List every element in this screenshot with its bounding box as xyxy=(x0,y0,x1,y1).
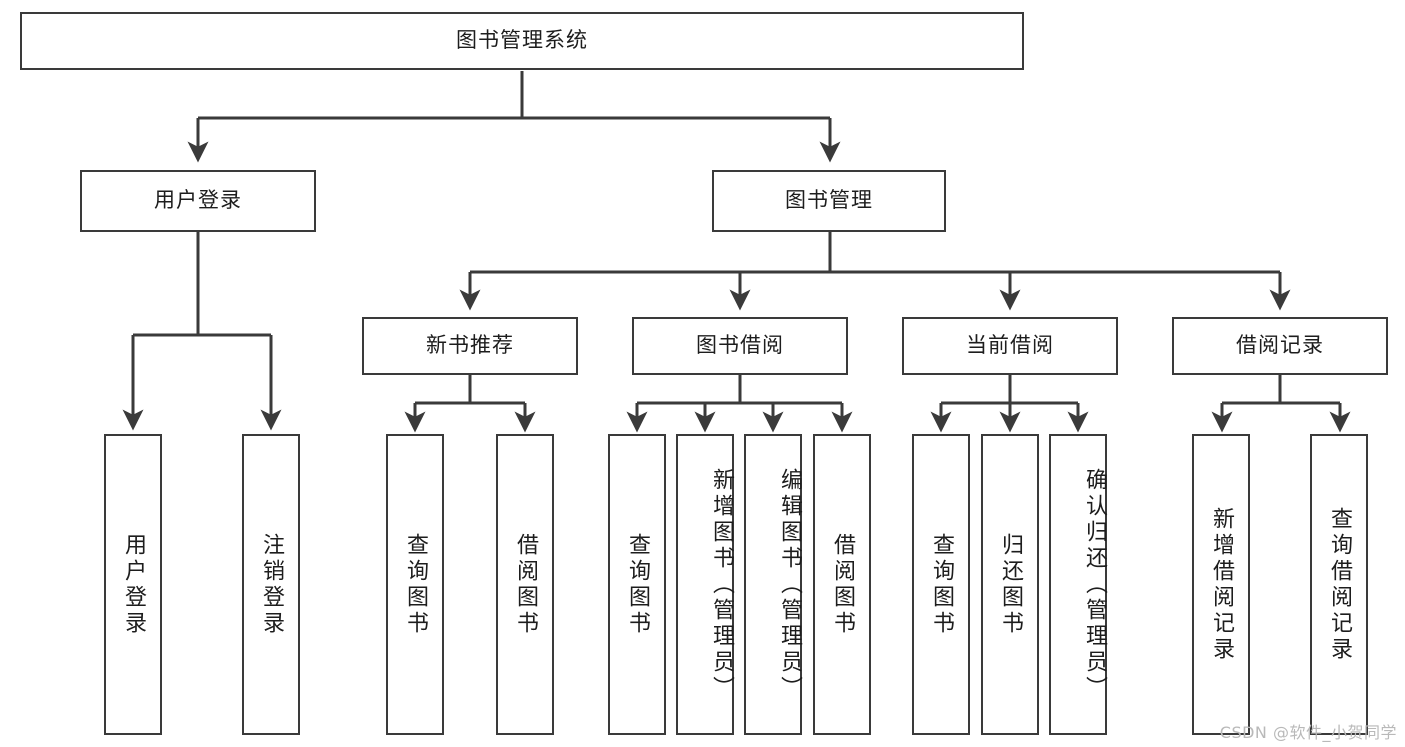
node-borrow-record[interactable]: 借阅记录 xyxy=(1172,317,1388,375)
node-new-book-recommend[interactable]: 新书推荐 xyxy=(362,317,578,375)
node-label: 借阅图书 xyxy=(513,532,538,637)
node-user-login[interactable]: 用户登录 xyxy=(80,170,316,232)
leaf-add-borrow-record[interactable]: 新增借阅记录 xyxy=(1192,434,1250,735)
node-label: 图书管理 xyxy=(785,188,873,213)
leaf-borrow-book[interactable]: 借阅图书 xyxy=(813,434,871,735)
leaf-borrow-book-recommend[interactable]: 借阅图书 xyxy=(496,434,554,735)
node-label: 查询图书 xyxy=(625,532,650,637)
node-book-management[interactable]: 图书管理 xyxy=(712,170,946,232)
node-label: 归还图书 xyxy=(998,532,1023,637)
leaf-query-book-recommend[interactable]: 查询图书 xyxy=(386,434,444,735)
leaf-confirm-return-admin[interactable]: 确认归还（管理员） xyxy=(1049,434,1107,735)
leaf-query-book-borrow[interactable]: 查询图书 xyxy=(608,434,666,735)
leaf-user-login[interactable]: 用户登录 xyxy=(104,434,162,735)
node-label: 查询图书 xyxy=(403,532,428,637)
leaf-user-logout[interactable]: 注销登录 xyxy=(242,434,300,735)
leaf-add-book-admin[interactable]: 新增图书（管理员） xyxy=(676,434,734,735)
csdn-watermark: CSDN @软件_小贺同学 xyxy=(1219,723,1397,742)
node-label: 查询图书 xyxy=(929,532,954,637)
node-label: 确认归还（管理员） xyxy=(1082,467,1107,702)
node-label: 编辑图书（管理员） xyxy=(777,467,802,702)
node-label: 新增借阅记录 xyxy=(1209,506,1234,663)
leaf-edit-book-admin[interactable]: 编辑图书（管理员） xyxy=(744,434,802,735)
node-label: 用户登录 xyxy=(121,532,146,637)
node-label: 新书推荐 xyxy=(426,333,514,358)
node-label: 用户登录 xyxy=(154,188,242,213)
node-label: 图书管理系统 xyxy=(456,28,588,53)
node-label: 借阅记录 xyxy=(1236,333,1324,358)
leaf-return-book[interactable]: 归还图书 xyxy=(981,434,1039,735)
leaf-query-book-current[interactable]: 查询图书 xyxy=(912,434,970,735)
leaf-query-borrow-record[interactable]: 查询借阅记录 xyxy=(1310,434,1368,735)
node-label: 注销登录 xyxy=(259,532,284,637)
node-book-borrow[interactable]: 图书借阅 xyxy=(632,317,848,375)
node-root-book-management-system[interactable]: 图书管理系统 xyxy=(20,12,1024,70)
node-label: 借阅图书 xyxy=(830,532,855,637)
node-label: 新增图书（管理员） xyxy=(709,467,734,702)
node-label: 当前借阅 xyxy=(966,333,1054,358)
node-current-borrow[interactable]: 当前借阅 xyxy=(902,317,1118,375)
node-label: 查询借阅记录 xyxy=(1327,506,1352,663)
node-label: 图书借阅 xyxy=(696,333,784,358)
